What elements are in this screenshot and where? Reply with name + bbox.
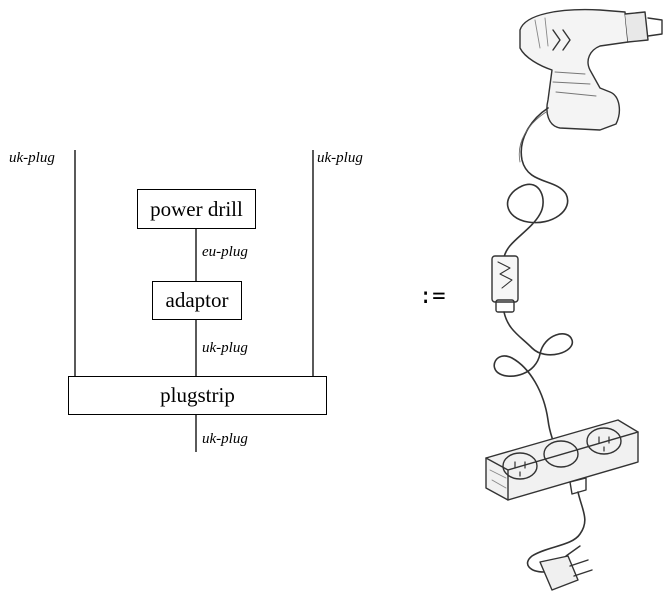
drill-cable xyxy=(504,108,568,258)
uk-plug-icon xyxy=(540,546,592,590)
plugstrip-icon xyxy=(486,420,638,500)
power-drill-icon xyxy=(520,10,662,130)
adaptor-icon xyxy=(492,256,518,312)
